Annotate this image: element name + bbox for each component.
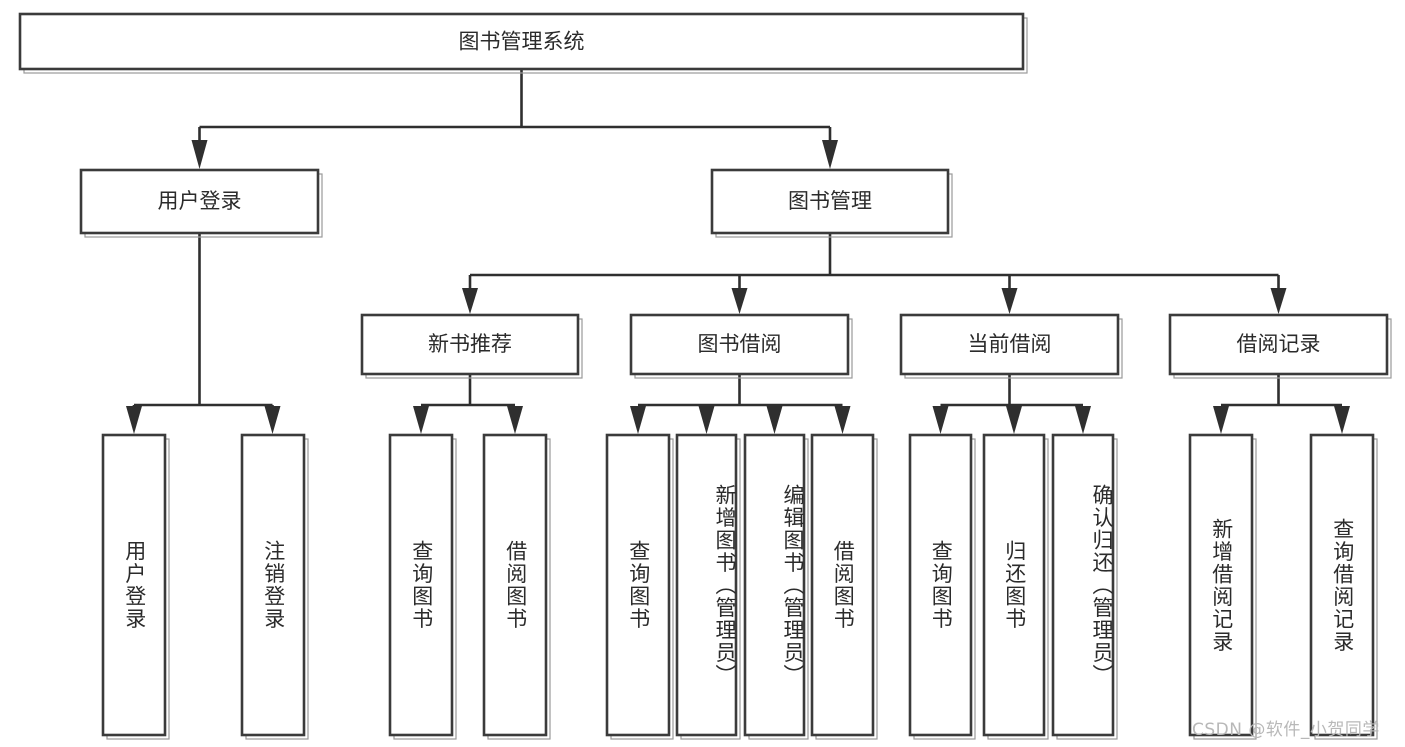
node-leaf-borrow-book-new[interactable] <box>482 433 551 740</box>
node-user-login-label: 用户登录 <box>158 189 242 213</box>
node-leaf-edit-book[interactable] <box>743 433 809 740</box>
csdn-watermark: CSDN @软件_小贺同学 <box>1192 720 1380 740</box>
node-layer: 图书管理系统 用户登录 图书管理 新书推荐 <box>18 12 1392 740</box>
node-root[interactable]: 图书管理系统 <box>18 12 1028 74</box>
arrow-head-leaf-logout <box>264 406 281 434</box>
arrow-head-leaf-borrow-book <box>834 406 851 434</box>
arrow-head-leaf-query-book-current <box>932 406 949 434</box>
arrow-head-leaf-return-book <box>1006 406 1022 434</box>
arrow-head-book-borrow <box>731 288 748 314</box>
node-book-borrow-label: 图书借阅 <box>698 332 782 356</box>
arrow-head-user-login <box>191 140 208 169</box>
node-new-book-recommend-label: 新书推荐 <box>428 332 512 356</box>
node-leaf-add-record[interactable] <box>1188 433 1257 740</box>
node-borrow-record[interactable]: 借阅记录 <box>1168 313 1392 379</box>
arrow-head-current-borrow <box>1001 288 1018 314</box>
node-leaf-query-book-new[interactable] <box>388 433 457 740</box>
node-current-borrow[interactable]: 当前借阅 <box>899 313 1123 379</box>
arrow-head-leaf-query-record <box>1334 406 1350 434</box>
node-user-login[interactable]: 用户登录 <box>79 168 323 238</box>
node-current-borrow-label: 当前借阅 <box>968 332 1052 356</box>
connector-layer <box>126 69 1350 434</box>
arrow-head-leaf-add-book <box>698 406 715 434</box>
arrow-head-leaf-confirm-return <box>1075 406 1091 434</box>
node-leaf-logout[interactable] <box>240 433 309 740</box>
node-root-label: 图书管理系统 <box>459 30 585 54</box>
node-book-management[interactable]: 图书管理 <box>710 168 953 238</box>
node-book-borrow[interactable]: 图书借阅 <box>629 313 853 379</box>
node-leaf-return-book[interactable] <box>982 433 1049 740</box>
arrow-head-leaf-query-book-new <box>413 406 429 434</box>
arrow-head-book-management <box>822 140 838 169</box>
arrow-head-leaf-query-book-borrow <box>630 406 646 434</box>
arrow-head-leaf-add-record <box>1213 406 1229 434</box>
node-leaf-query-book-current[interactable] <box>908 433 976 740</box>
arrow-head-leaf-edit-book <box>766 406 783 434</box>
node-leaf-borrow-book[interactable] <box>810 433 878 740</box>
node-leaf-add-book[interactable] <box>675 433 741 740</box>
node-book-management-label: 图书管理 <box>788 189 872 213</box>
node-new-book-recommend[interactable]: 新书推荐 <box>360 313 583 379</box>
node-leaf-user-login[interactable] <box>101 433 170 740</box>
arrow-head-borrow-record <box>1270 288 1287 314</box>
node-leaf-confirm-return[interactable] <box>1051 433 1118 740</box>
node-leaf-query-book-borrow[interactable] <box>605 433 674 740</box>
node-borrow-record-label: 借阅记录 <box>1237 332 1321 356</box>
node-leaf-query-record[interactable] <box>1309 433 1378 740</box>
arrow-head-leaf-borrow-book-new <box>507 406 523 434</box>
arrow-head-new-book-recommend <box>462 288 478 314</box>
arrow-head-leaf-user-login <box>126 406 142 434</box>
